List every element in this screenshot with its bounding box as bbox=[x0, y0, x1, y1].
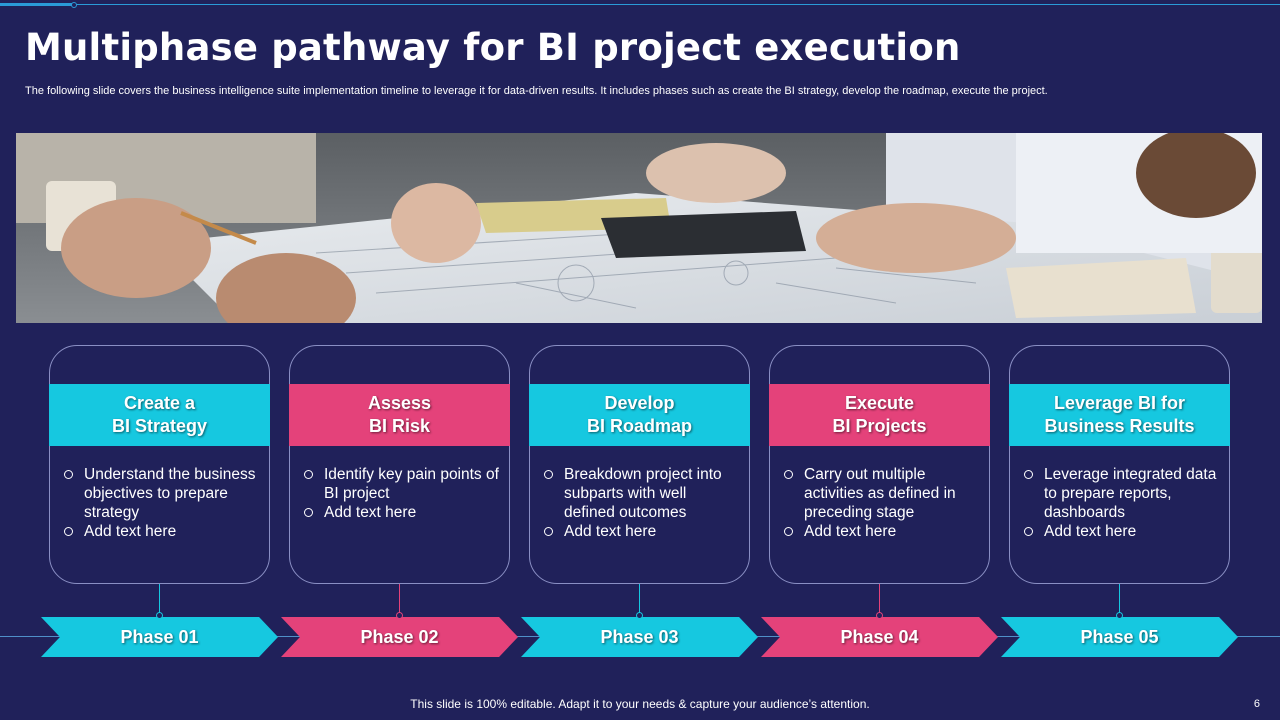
phase-card-2: Assess BI Risk Identify key pain points o… bbox=[289, 345, 510, 584]
bullet-text: Understand the business objectives to pr… bbox=[84, 466, 256, 521]
top-divider-dot bbox=[71, 2, 77, 8]
phase-card-2-heading-line2: BI Risk bbox=[368, 416, 431, 436]
team-meeting-photo bbox=[16, 133, 1262, 323]
connector-line-4 bbox=[879, 584, 880, 618]
phase-card-2-heading-line1: Assess bbox=[367, 393, 432, 413]
bullet-text: Identify key pain points of BI project bbox=[324, 466, 499, 502]
phase-arrow-4: Phase 04 bbox=[761, 617, 998, 657]
phase-label-1: Phase 01 bbox=[120, 626, 199, 647]
phase-card-4-heading-line2: BI Projects bbox=[832, 416, 927, 436]
list-item: Add text here bbox=[64, 522, 260, 541]
phase-arrow-1: Phase 01 bbox=[41, 617, 278, 657]
connector-dot-1 bbox=[156, 612, 163, 619]
circle-bullet-icon bbox=[544, 470, 553, 479]
phase-card-4-bullets: Carry out multiple activities as defined… bbox=[784, 465, 980, 541]
phase-arrow-3: Phase 03 bbox=[521, 617, 758, 657]
slide-title: Multiphase pathway for BI project execut… bbox=[25, 26, 961, 69]
slide-subtitle: The following slide covers the business … bbox=[25, 85, 1048, 97]
circle-bullet-icon bbox=[544, 527, 553, 536]
circle-bullet-icon bbox=[784, 470, 793, 479]
circle-bullet-icon bbox=[304, 470, 313, 479]
phase-card-1-bullets: Understand the business objectives to pr… bbox=[64, 465, 260, 541]
list-item: Understand the business objectives to pr… bbox=[64, 465, 260, 522]
phase-card-1-heading: Create a BI Strategy bbox=[49, 384, 270, 446]
phase-card-3-heading: Develop BI Roadmap bbox=[529, 384, 750, 446]
list-item: Add text here bbox=[304, 503, 500, 522]
connector-dot-3 bbox=[636, 612, 643, 619]
phase-label-5: Phase 05 bbox=[1080, 626, 1159, 647]
phase-card-1-heading-line2: BI Strategy bbox=[111, 416, 208, 436]
phase-card-1: Create a BI Strategy Understand the busin… bbox=[49, 345, 270, 584]
phase-card-1-heading-line1: Create a bbox=[123, 393, 196, 413]
circle-bullet-icon bbox=[1024, 470, 1033, 479]
list-item: Carry out multiple activities as defined… bbox=[784, 465, 980, 522]
footer-note: This slide is 100% editable. Adapt it to… bbox=[410, 697, 870, 711]
phase-card-2-heading: Assess BI Risk bbox=[289, 384, 510, 446]
phase-card-4-heading: Execute BI Projects bbox=[769, 384, 990, 446]
list-item: Breakdown project into subparts with wel… bbox=[544, 465, 740, 522]
circle-bullet-icon bbox=[64, 470, 73, 479]
phase-label-3: Phase 03 bbox=[600, 626, 679, 647]
connector-dot-2 bbox=[396, 612, 403, 619]
phase-card-4: Execute BI Projects Carry out multiple ac… bbox=[769, 345, 990, 584]
list-item: Leverage integrated data to prepare repo… bbox=[1024, 465, 1220, 522]
connector-dot-4 bbox=[876, 612, 883, 619]
circle-bullet-icon bbox=[304, 508, 313, 517]
list-item: Add text here bbox=[1024, 522, 1220, 541]
page-number: 6 bbox=[1253, 698, 1260, 710]
connector-line-1 bbox=[159, 584, 160, 618]
list-item: Add text here bbox=[544, 522, 740, 541]
circle-bullet-icon bbox=[64, 527, 73, 536]
list-item: Add text here bbox=[784, 522, 980, 541]
bullet-text: Leverage integrated data to prepare repo… bbox=[1044, 466, 1217, 521]
phase-card-3-heading-line1: Develop bbox=[604, 393, 675, 413]
connector-dot-5 bbox=[1116, 612, 1123, 619]
circle-bullet-icon bbox=[1024, 527, 1033, 536]
bullet-text: Add text here bbox=[1044, 523, 1137, 540]
phase-arrow-5: Phase 05 bbox=[1001, 617, 1238, 657]
bullet-text: Add text here bbox=[564, 523, 657, 540]
connector-line-3 bbox=[639, 584, 640, 618]
phase-card-5-heading-line1: Leverage BI for bbox=[1053, 393, 1186, 413]
phase-arrow-2: Phase 02 bbox=[281, 617, 518, 657]
bullet-text: Add text here bbox=[84, 523, 177, 540]
bullet-text: Add text here bbox=[324, 504, 417, 521]
phase-card-2-bullets: Identify key pain points of BI project A… bbox=[304, 465, 500, 522]
top-divider-line bbox=[0, 4, 1280, 5]
circle-bullet-icon bbox=[784, 527, 793, 536]
bullet-text: Add text here bbox=[804, 523, 897, 540]
phase-card-3: Develop BI Roadmap Breakdown project into… bbox=[529, 345, 750, 584]
list-item: Identify key pain points of BI project bbox=[304, 465, 500, 503]
phase-card-5-bullets: Leverage integrated data to prepare repo… bbox=[1024, 465, 1220, 541]
phase-card-5-heading-line2: Business Results bbox=[1044, 416, 1195, 436]
phase-card-4-heading-line1: Execute bbox=[844, 393, 915, 413]
phase-label-2: Phase 02 bbox=[360, 626, 439, 647]
bullet-text: Carry out multiple activities as defined… bbox=[804, 466, 956, 521]
connector-line-2 bbox=[399, 584, 400, 618]
phase-card-3-bullets: Breakdown project into subparts with wel… bbox=[544, 465, 740, 541]
top-divider-accent bbox=[0, 3, 74, 6]
phase-label-4: Phase 04 bbox=[840, 626, 919, 647]
bullet-text: Breakdown project into subparts with wel… bbox=[564, 466, 722, 521]
connector-line-5 bbox=[1119, 584, 1120, 618]
phase-card-3-heading-line2: BI Roadmap bbox=[586, 416, 692, 436]
